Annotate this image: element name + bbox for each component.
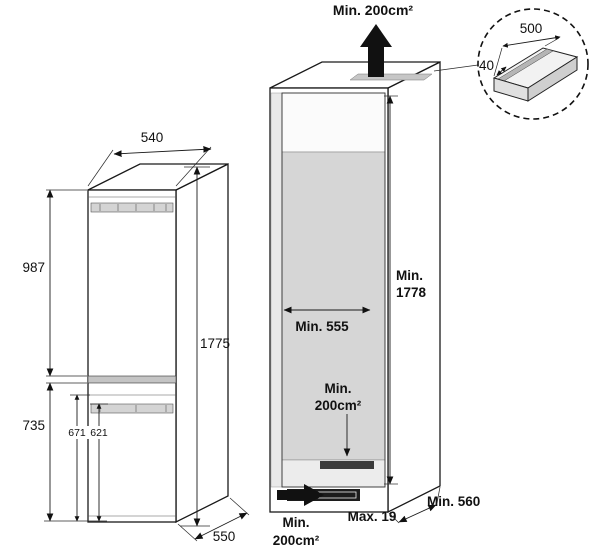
mid-vent-label-line2: 200cm²: [315, 398, 362, 413]
fridge-door-divider: [87, 375, 177, 384]
dim-line-depth: [194, 512, 248, 540]
dim-lower-height-label: 735: [22, 418, 45, 433]
dim-line-cabinet-depth: [398, 504, 437, 523]
cabinet-depth-label: Min. 560: [427, 494, 480, 509]
dim-width-label: 540: [141, 130, 164, 145]
fridge-upper-handle: [90, 202, 174, 213]
mid-vent-label-line1: Min.: [325, 381, 352, 396]
cutout-depth-label: 40: [479, 58, 494, 73]
dim-total-height-label: 1775: [200, 336, 230, 351]
dim-upper-height-label: 987: [22, 260, 45, 275]
niche-left-wall: [270, 92, 283, 488]
label-mask: [87, 426, 112, 439]
dim-line-cutout-depth: [496, 66, 507, 76]
dim-line-width: [113, 145, 212, 158]
dim-depth-label: 550: [213, 529, 236, 544]
cutout-width-label: 500: [520, 21, 543, 36]
airflow-bottom-arrow: [277, 484, 324, 506]
fridge-lower-handle: [90, 403, 174, 414]
niche-top-duct: [281, 92, 386, 153]
niche-opening-outline: [281, 92, 386, 488]
cabinet-top-vent-slot: [349, 73, 433, 81]
dim-inner-a-label: 671: [68, 427, 86, 439]
inner-height-label-line2: 1778: [396, 285, 427, 300]
label-mask: [64, 426, 90, 439]
inner-width-label: Min. 555: [295, 319, 349, 334]
fridge-drawing: 540 987 735 671 621 1775 550: [22, 130, 250, 544]
slab-right-face: [527, 56, 578, 102]
detail-callout: 500 40: [477, 8, 589, 120]
cabinet-drawing: Min. 200cm² Min. 1778 Min. 555 Min. 200c…: [269, 2, 481, 548]
dim-line-cutout-width: [502, 35, 561, 48]
base-thickness-label: Max. 19: [348, 509, 397, 524]
cabinet-dimensions: Min. 200cm² Min. 1778 Min. 555 Min. 200c…: [273, 2, 481, 548]
callout-leader-line: [433, 64, 479, 72]
fridge-extension-lines: [44, 146, 250, 542]
fridge-front-face: [87, 189, 177, 523]
bottom-vent-label-line2: 200cm²: [273, 533, 320, 548]
fridge-dimensions: 540 987 735 671 621 1775 550: [22, 130, 248, 544]
dim-inner-b-label: 621: [90, 427, 108, 439]
bottom-vent-label-line1: Min.: [283, 515, 310, 530]
niche-floor-vent-slot: [320, 461, 374, 469]
inner-height-label-line1: Min.: [396, 268, 423, 283]
airflow-up-arrow: [360, 24, 392, 77]
niche-back-wall: [281, 151, 386, 461]
top-vent-label: Min. 200cm²: [333, 2, 413, 18]
